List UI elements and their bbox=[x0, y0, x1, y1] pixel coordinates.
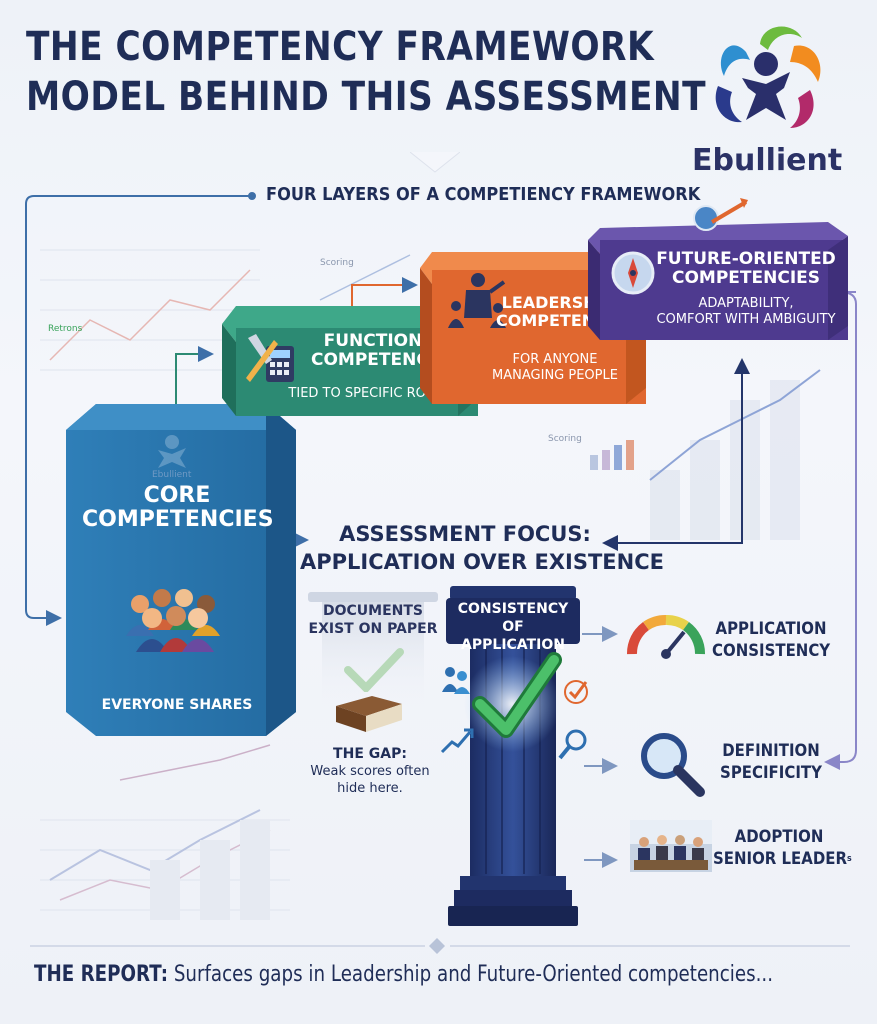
bg-retrons-label: Retrons bbox=[48, 324, 83, 334]
gap-note: THE GAP: Weak scores often hide here. bbox=[310, 746, 430, 796]
documents-ghost-pillar bbox=[308, 592, 438, 712]
future-subtitle: ADAPTABILITY, COMFORT WITH AMBIGUITY bbox=[656, 296, 836, 328]
search-small-icon bbox=[558, 729, 587, 760]
leader-presenting-icon bbox=[448, 273, 506, 328]
core-pillar-shape bbox=[66, 404, 296, 736]
people-small-icon bbox=[442, 667, 470, 694]
assessment-focus-title: ASSESSMENT FOCUS: APPLICATION OVER EXIST… bbox=[300, 522, 664, 574]
tools-calculator-icon bbox=[246, 334, 294, 382]
core-subtitle: EVERYONE SHARES bbox=[101, 697, 253, 713]
bg-scoring-label-2: Scoring bbox=[548, 434, 582, 444]
metric-definition-specificity: DEFINITION SPECIFICITY bbox=[720, 741, 822, 783]
compass-icon bbox=[611, 251, 655, 295]
target-check-icon bbox=[564, 680, 588, 704]
meeting-photo-icon bbox=[630, 820, 712, 872]
telescope-arrow-icon bbox=[693, 198, 748, 231]
report-footer: THE REPORT: Surfaces gaps in Leadership … bbox=[34, 962, 773, 987]
leadership-subtitle: FOR ANYONE MANAGING PEOPLE bbox=[492, 352, 618, 384]
documents-label: DOCUMENTS EXIST ON PAPER bbox=[308, 603, 438, 637]
team-group-icon bbox=[126, 589, 220, 652]
metric-application-consistency: APPLICATION CONSISTENCY bbox=[712, 619, 831, 661]
brand-name: Ebullient bbox=[692, 143, 843, 178]
faded-check-icon bbox=[344, 648, 404, 692]
footer-text: Surfaces gaps in Leadership and Future-O… bbox=[168, 962, 774, 987]
functional-subtitle: TIED TO SPECIFIC ROLES bbox=[288, 386, 450, 401]
core-watermark-text: Ebullient bbox=[152, 470, 192, 480]
brand-logo-icon bbox=[715, 26, 821, 128]
book-icon bbox=[336, 696, 402, 732]
pillar-label: CONSISTENCY OF APPLICATION bbox=[457, 601, 569, 653]
magnifier-icon bbox=[641, 733, 705, 797]
bg-scoring-label-1: Scoring bbox=[320, 258, 354, 268]
glowing-check-icon bbox=[464, 652, 562, 752]
footer-label: THE REPORT: bbox=[34, 962, 169, 987]
callout-notch bbox=[410, 152, 460, 173]
metric-adoption-senior-leaders: ADOPTION SENIOR LEADERs bbox=[713, 827, 852, 869]
gauge-icon bbox=[627, 615, 705, 659]
future-title: FUTURE-ORIENTED COMPETENCIES bbox=[656, 249, 836, 288]
trend-up-icon bbox=[440, 728, 474, 754]
page-title: THE COMPETENCY FRAMEWORK MODEL BEHIND TH… bbox=[26, 24, 707, 120]
layers-heading: FOUR LAYERS OF A COMPETIENCY FRAMEWORK bbox=[266, 184, 701, 205]
core-watermark-icon bbox=[158, 435, 186, 468]
core-title: CORE COMPETENCIES bbox=[82, 483, 274, 533]
